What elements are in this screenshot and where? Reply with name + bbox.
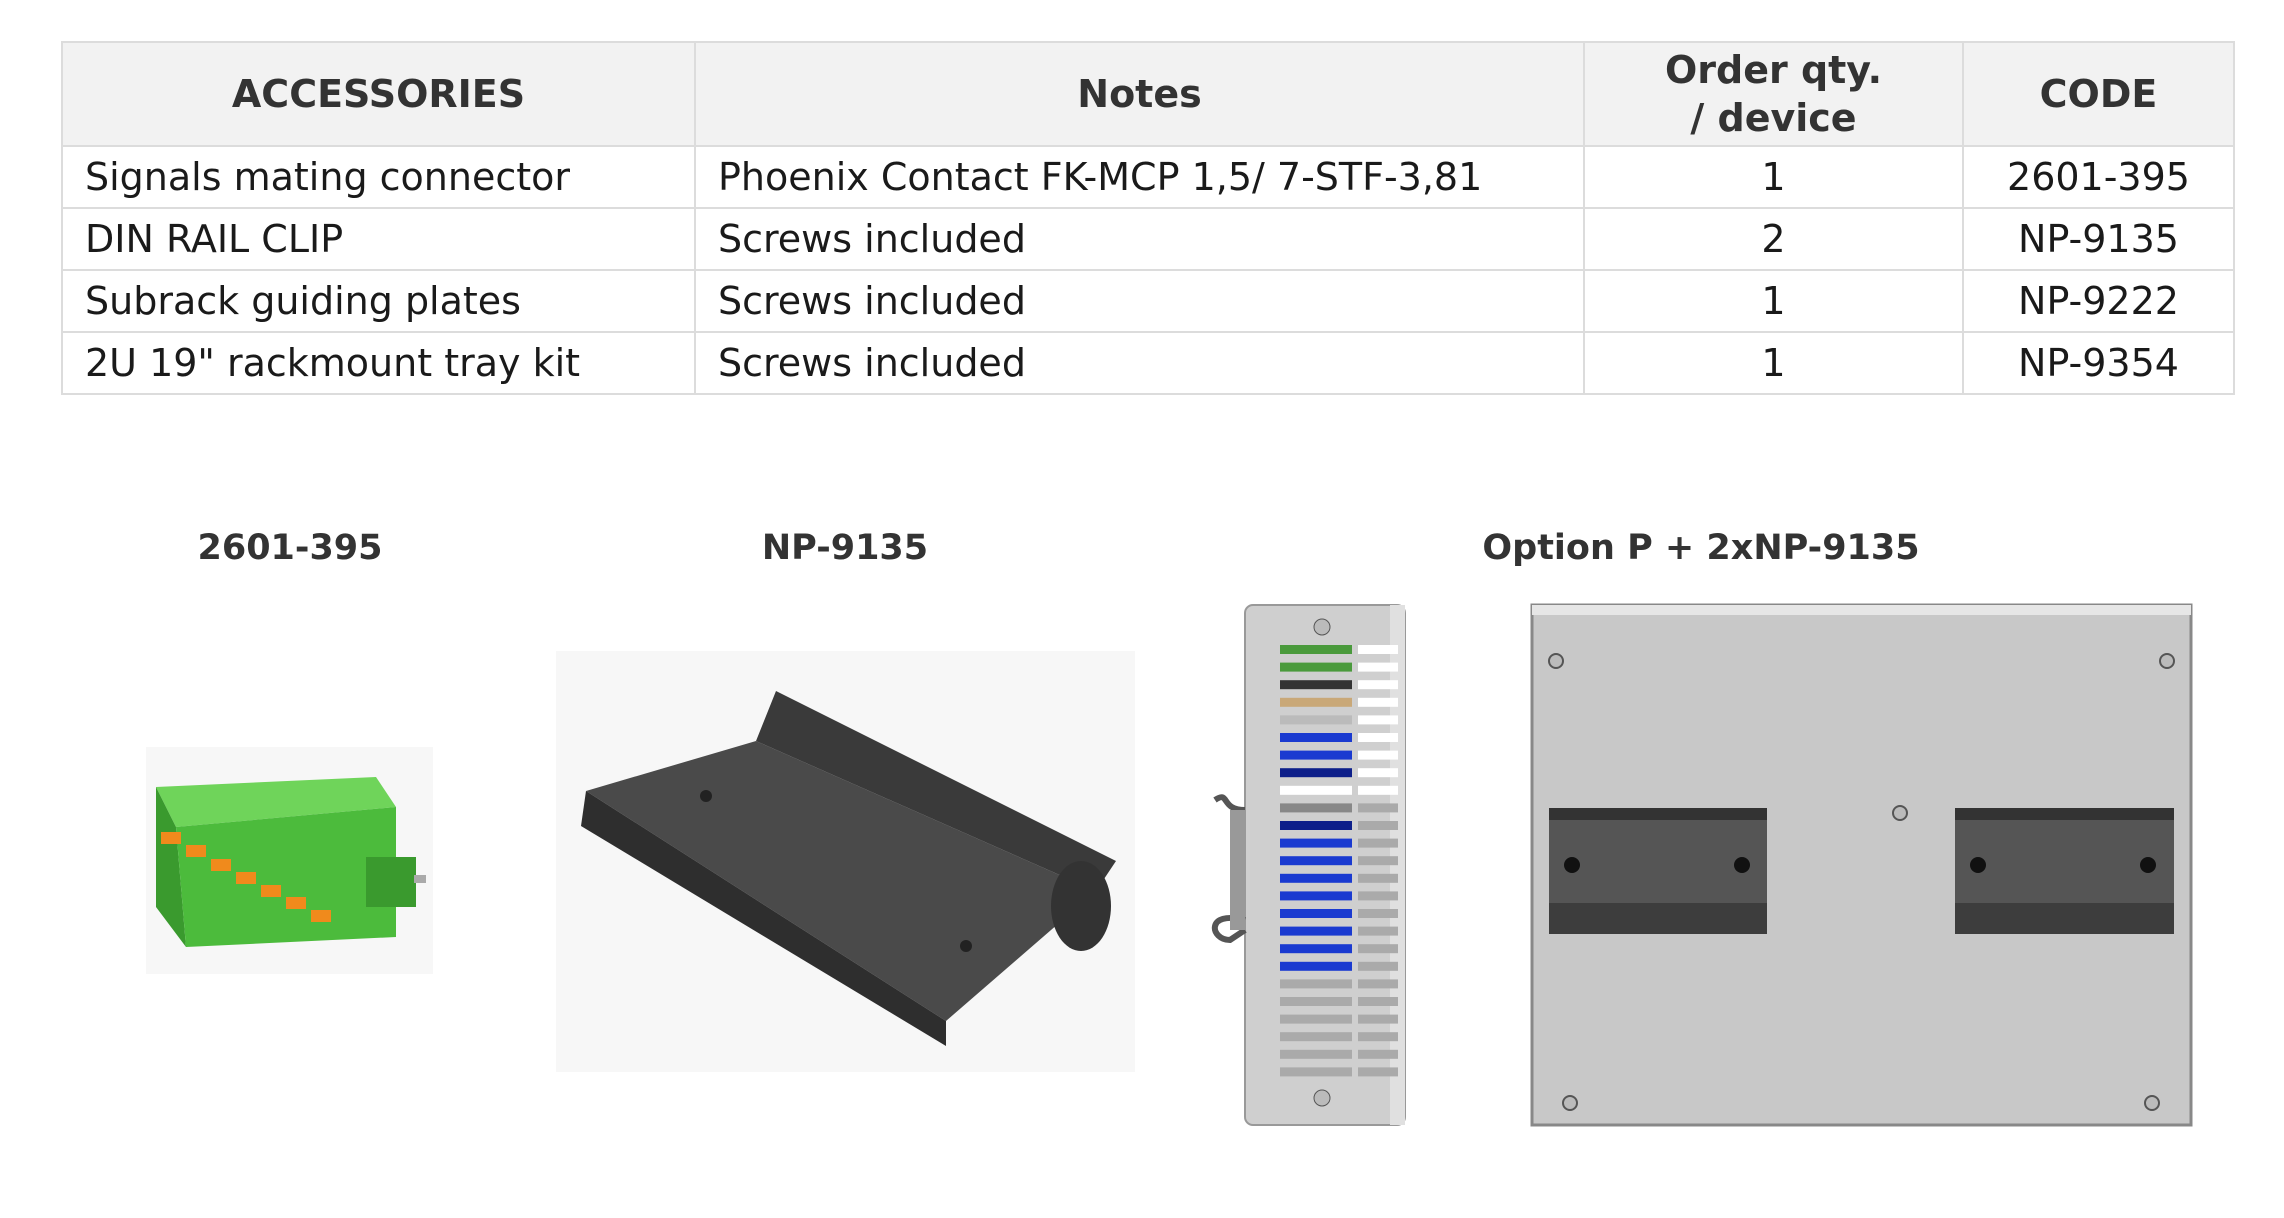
side-vent bbox=[1358, 838, 1398, 848]
cell-code: 2601-395 bbox=[1962, 145, 2235, 209]
cell-code: NP-9135 bbox=[1962, 207, 2235, 271]
side-vent bbox=[1358, 979, 1398, 989]
side-slot bbox=[1280, 979, 1352, 989]
side-slot bbox=[1280, 645, 1352, 654]
side-slot bbox=[1280, 1032, 1352, 1042]
table-row: 2U 19" rackmount tray kit Screws include… bbox=[61, 331, 2235, 395]
side-vent bbox=[1358, 961, 1398, 971]
side-vent bbox=[1358, 803, 1398, 813]
cell-accessory: Subrack guiding plates bbox=[61, 269, 696, 333]
side-vent bbox=[1358, 1032, 1398, 1042]
side-slot bbox=[1280, 821, 1352, 830]
connector-image bbox=[146, 747, 433, 974]
din-rail-clip-image bbox=[556, 651, 1135, 1072]
din-rail-right bbox=[1955, 808, 2174, 934]
side-slot bbox=[1280, 785, 1352, 795]
caption-din-clip: NP-9135 bbox=[761, 528, 929, 568]
cell-qty: 2 bbox=[1583, 207, 1964, 271]
header-qty-line1: Order qty. bbox=[1664, 48, 1883, 92]
side-slot bbox=[1280, 715, 1352, 725]
side-slot bbox=[1280, 891, 1352, 901]
din-rail-left bbox=[1549, 808, 1767, 934]
side-vent bbox=[1358, 1014, 1398, 1024]
side-slot bbox=[1280, 750, 1352, 760]
cell-code: NP-9354 bbox=[1962, 331, 2235, 395]
side-vent bbox=[1358, 750, 1398, 760]
caption-option-p: Option P + 2xNP-9135 bbox=[1482, 528, 1920, 568]
cell-accessory: Signals mating connector bbox=[61, 145, 696, 209]
cell-notes: Screws included bbox=[694, 207, 1585, 271]
device-side-view-image bbox=[1212, 604, 1406, 1126]
side-vent bbox=[1358, 662, 1398, 672]
side-vent bbox=[1358, 680, 1398, 690]
header-order-qty: Order qty./ device bbox=[1583, 41, 1964, 147]
side-slot bbox=[1280, 909, 1352, 918]
side-slot bbox=[1280, 1014, 1352, 1024]
side-slot bbox=[1280, 856, 1352, 866]
header-accessories: ACCESSORIES bbox=[61, 41, 696, 147]
device-front-view-image bbox=[1530, 603, 2193, 1127]
header-qty-line2: / device bbox=[1690, 96, 1857, 140]
cell-accessory: 2U 19" rackmount tray kit bbox=[61, 331, 696, 395]
side-slot bbox=[1280, 926, 1352, 936]
side-slot bbox=[1280, 961, 1352, 971]
cell-accessory: DIN RAIL CLIP bbox=[61, 207, 696, 271]
side-slot bbox=[1280, 944, 1352, 954]
side-slot bbox=[1280, 680, 1352, 690]
side-slot bbox=[1280, 873, 1352, 883]
side-vent bbox=[1358, 997, 1398, 1006]
cell-notes: Screws included bbox=[694, 269, 1585, 333]
header-code: CODE bbox=[1962, 41, 2235, 147]
side-vent bbox=[1358, 873, 1398, 883]
side-vent bbox=[1358, 733, 1398, 742]
side-vent bbox=[1358, 697, 1398, 707]
side-vent bbox=[1358, 768, 1398, 778]
cell-qty: 1 bbox=[1583, 269, 1964, 333]
side-slot bbox=[1280, 803, 1352, 813]
side-slot bbox=[1280, 733, 1352, 742]
side-vent bbox=[1358, 1067, 1398, 1077]
side-vent bbox=[1358, 645, 1398, 654]
side-slot bbox=[1280, 1067, 1352, 1077]
side-vent bbox=[1358, 1049, 1398, 1059]
side-vent bbox=[1358, 785, 1398, 795]
side-slot bbox=[1280, 662, 1352, 672]
side-vent bbox=[1358, 909, 1398, 918]
cell-code: NP-9222 bbox=[1962, 269, 2235, 333]
table-row: Subrack guiding plates Screws included 1… bbox=[61, 269, 2235, 333]
side-vent bbox=[1358, 926, 1398, 936]
cell-notes: Screws included bbox=[694, 331, 1585, 395]
side-vent bbox=[1358, 821, 1398, 830]
cell-qty: 1 bbox=[1583, 145, 1964, 209]
accessories-table: ACCESSORIES Notes Order qty./ device COD… bbox=[61, 41, 2235, 395]
cell-qty: 1 bbox=[1583, 331, 1964, 395]
side-vent bbox=[1358, 944, 1398, 954]
side-vent bbox=[1358, 715, 1398, 725]
table-header-row: ACCESSORIES Notes Order qty./ device COD… bbox=[61, 41, 2235, 147]
table-row: DIN RAIL CLIP Screws included 2 NP-9135 bbox=[61, 207, 2235, 271]
caption-connector: 2601-395 bbox=[197, 528, 383, 568]
side-slot bbox=[1280, 768, 1352, 778]
side-slot bbox=[1280, 697, 1352, 707]
table-row: Signals mating connector Phoenix Contact… bbox=[61, 145, 2235, 209]
side-slot bbox=[1280, 997, 1352, 1006]
header-notes: Notes bbox=[694, 41, 1585, 147]
side-slot bbox=[1280, 1049, 1352, 1059]
cell-notes: Phoenix Contact FK-MCP 1,5/ 7-STF-3,81 bbox=[694, 145, 1585, 209]
side-slot bbox=[1280, 838, 1352, 848]
side-vent bbox=[1358, 891, 1398, 901]
side-vent bbox=[1358, 856, 1398, 866]
